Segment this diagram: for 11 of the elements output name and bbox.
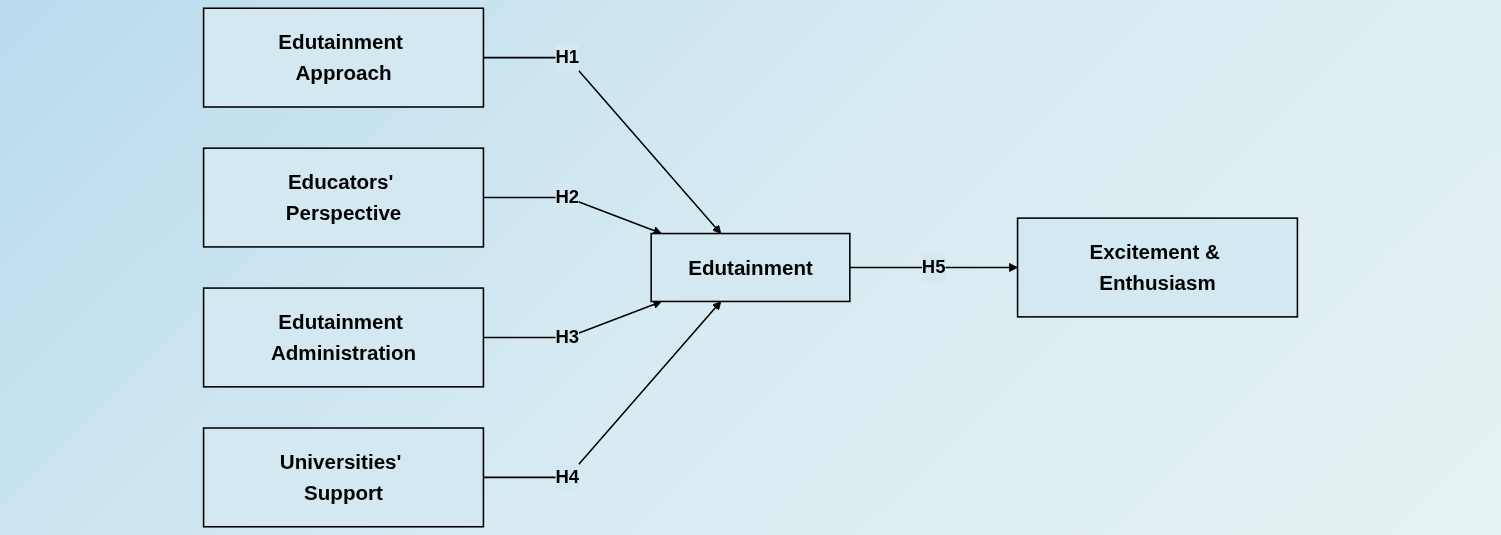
- edge-label: H2: [555, 186, 580, 208]
- node-box: Educators' Perspective: [202, 147, 485, 248]
- node-box: Edutainment Approach: [202, 7, 485, 108]
- edge-label: H4: [555, 466, 580, 488]
- node-box: Edutainment Administration: [202, 287, 485, 388]
- edge-label: H5: [921, 256, 946, 278]
- node-box: Edutainment: [650, 232, 851, 303]
- node-box: Excitement & Enthusiasm: [1016, 217, 1299, 318]
- edge-label: H3: [555, 326, 580, 348]
- edge-label: H1: [555, 46, 580, 68]
- node-box: Universities' Support: [202, 427, 485, 528]
